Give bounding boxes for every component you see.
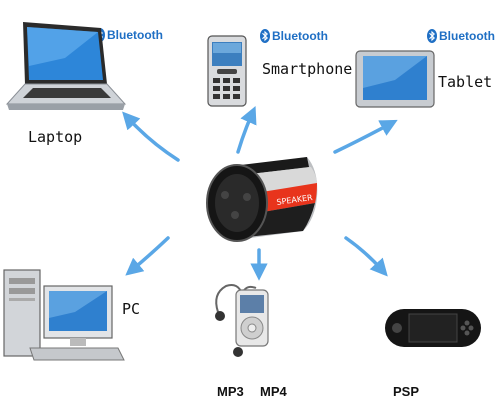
arrow-to-pc (125, 236, 170, 276)
mp3-player-icon (215, 284, 269, 357)
arrow-to-smartphone (236, 106, 257, 154)
laptop-icon (5, 22, 127, 110)
smartphone-icon (207, 35, 247, 107)
tablet-icon (355, 50, 435, 108)
tablet-label: Tablet (438, 73, 493, 91)
arrow-to-tablet (333, 119, 398, 154)
bluetooth-badge-smartphone: Bluetooth (260, 29, 328, 43)
mp3-label: MP3 (217, 384, 244, 399)
smartphone-label: Smartphone (262, 60, 353, 78)
mp4-label: MP4 (260, 384, 287, 399)
speaker-icon: SPEAKER (206, 157, 318, 242)
bluetooth-icon (260, 29, 270, 43)
bluetooth-badge-tablet: Bluetooth (427, 29, 495, 43)
arrow-to-psp (344, 236, 388, 277)
bluetooth-icon (427, 29, 437, 43)
bluetooth-text: Bluetooth (272, 29, 328, 43)
laptop-label: Laptop (28, 128, 83, 146)
pc-label: PC (122, 300, 141, 318)
arrow-to-laptop (122, 111, 180, 162)
desktop-pc-icon (3, 269, 125, 361)
bluetooth-text: Bluetooth (439, 29, 495, 43)
psp-console-icon (385, 309, 481, 347)
bluetooth-text: Bluetooth (107, 28, 163, 42)
psp-label: PSP (393, 384, 420, 399)
